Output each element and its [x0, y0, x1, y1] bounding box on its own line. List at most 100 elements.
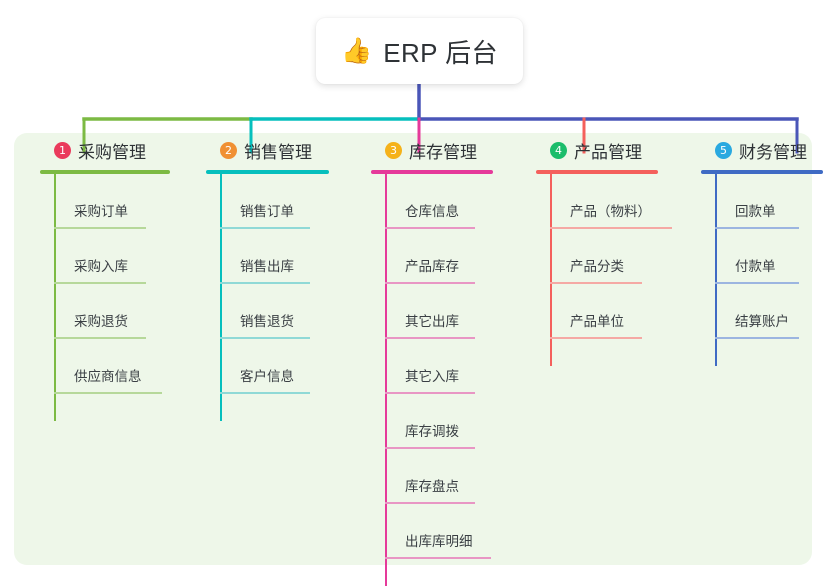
branch-item-rule: [385, 557, 491, 559]
branch-item[interactable]: 产品库存: [385, 229, 537, 284]
root-node-erp-backend[interactable]: 👍 ERP 后台: [316, 18, 523, 84]
branch-item-rule: [54, 227, 146, 229]
branch-number-badge: 3: [385, 141, 402, 159]
branch-item-rule: [550, 227, 672, 229]
branch-column-2: 2 销售管理销售订单销售出库销售退货客户信息: [202, 133, 362, 421]
branch-item[interactable]: 采购入库: [54, 229, 196, 284]
branch-item-rule: [54, 337, 146, 339]
branch-item-label: 产品（物料）: [570, 204, 651, 219]
branch-item-rule: [385, 392, 475, 394]
branch-items: 采购订单采购入库采购退货供应商信息: [36, 174, 196, 421]
branch-item[interactable]: 其它入库: [385, 339, 537, 394]
branch-spine: [54, 174, 56, 421]
branch-header-4[interactable]: 4 产品管理: [532, 133, 702, 167]
branch-items: 回款单付款单结算账户: [697, 174, 839, 366]
branch-header-rule: [206, 170, 329, 174]
branch-column-3: 3 库存管理仓库信息产品库存其它出库其它入库库存调拨库存盘点出库库明细: [367, 133, 537, 586]
branch-item-rule: [550, 282, 642, 284]
branch-spine: [220, 174, 222, 421]
branch-item-label: 库存盘点: [405, 479, 459, 494]
branch-item-rule: [550, 337, 642, 339]
branch-spine: [550, 174, 552, 366]
branch-header-3[interactable]: 3 库存管理: [367, 133, 537, 167]
branch-item-label: 销售出库: [240, 259, 294, 274]
branch-item[interactable]: 回款单: [715, 174, 839, 229]
branch-item-rule: [54, 392, 162, 394]
branch-item[interactable]: 出库库明细: [385, 504, 537, 559]
branch-item-rule: [220, 392, 310, 394]
branch-item[interactable]: 销售订单: [220, 174, 362, 229]
branch-item-label: 回款单: [735, 204, 776, 219]
branch-item-label: 付款单: [735, 259, 776, 274]
branch-item-label: 产品单位: [570, 314, 624, 329]
branch-item[interactable]: 付款单: [715, 229, 839, 284]
branch-number-badge: 2: [220, 141, 237, 159]
branch-item[interactable]: 销售出库: [220, 229, 362, 284]
branch-item[interactable]: 销售退货: [220, 284, 362, 339]
branch-item-rule: [715, 337, 799, 339]
branch-item-rule: [54, 282, 146, 284]
branch-item-label: 产品库存: [405, 259, 459, 274]
branch-item[interactable]: 采购订单: [54, 174, 196, 229]
branch-item-label: 产品分类: [570, 259, 624, 274]
branch-item[interactable]: 产品分类: [550, 229, 702, 284]
branch-item-rule: [220, 227, 310, 229]
branch-item[interactable]: 库存盘点: [385, 449, 537, 504]
branch-header-rule: [371, 170, 493, 174]
branch-spine: [385, 174, 387, 586]
branch-item-rule: [385, 502, 475, 504]
branch-items: 产品（物料） 产品分类产品单位: [532, 174, 702, 366]
root-node-label: ERP 后台: [383, 37, 498, 68]
branch-column-4: 4 产品管理产品（物料） 产品分类产品单位: [532, 133, 702, 366]
branch-item-label: 供应商信息: [74, 369, 142, 384]
branch-header-rule: [40, 170, 170, 174]
branch-item[interactable]: 库存调拨: [385, 394, 537, 449]
branch-item-label: 其它出库: [405, 314, 459, 329]
thumbs-up-icon: 👍: [341, 36, 373, 65]
branch-item[interactable]: 产品单位: [550, 284, 702, 339]
branch-item[interactable]: 产品（物料）: [550, 174, 702, 229]
branch-item[interactable]: 采购退货: [54, 284, 196, 339]
branch-item[interactable]: 供应商信息: [54, 339, 196, 394]
branch-item-rule: [220, 337, 310, 339]
branch-item-label: 出库库明细: [405, 534, 473, 549]
branch-item-rule: [385, 282, 475, 284]
branch-item-label: 结算账户: [735, 314, 789, 329]
branch-item-rule: [385, 227, 475, 229]
branch-title: 产品管理: [574, 142, 642, 162]
branch-header-5[interactable]: 5 财务管理: [697, 133, 839, 167]
branch-item-label: 采购入库: [74, 259, 128, 274]
branch-title: 销售管理: [244, 142, 312, 162]
branch-item-label: 销售订单: [240, 204, 294, 219]
branch-items: 仓库信息产品库存其它出库其它入库库存调拨库存盘点出库库明细: [367, 174, 537, 586]
branch-item-label: 采购订单: [74, 204, 128, 219]
branch-title: 采购管理: [78, 142, 146, 162]
branch-item-label: 销售退货: [240, 314, 294, 329]
branch-spine: [715, 174, 717, 366]
branch-item-rule: [220, 282, 310, 284]
branch-item-label: 客户信息: [240, 369, 294, 384]
branch-number-badge: 4: [550, 141, 567, 159]
branch-item[interactable]: 结算账户: [715, 284, 839, 339]
branch-item-rule: [385, 447, 475, 449]
branch-item-label: 库存调拨: [405, 424, 459, 439]
branch-column-5: 5 财务管理回款单付款单结算账户: [697, 133, 839, 366]
branch-item[interactable]: 仓库信息: [385, 174, 537, 229]
branch-item-label: 仓库信息: [405, 204, 459, 219]
branch-number-badge: 5: [715, 141, 732, 159]
branch-item-rule: [715, 227, 799, 229]
branch-item-label: 采购退货: [74, 314, 128, 329]
branch-item[interactable]: 其它出库: [385, 284, 537, 339]
branch-header-rule: [701, 170, 823, 174]
branch-number-badge: 1: [54, 141, 71, 159]
branch-header-1[interactable]: 1 采购管理: [36, 133, 196, 167]
branch-items: 销售订单销售出库销售退货客户信息: [202, 174, 362, 421]
branch-header-rule: [536, 170, 658, 174]
branch-title: 库存管理: [409, 142, 477, 162]
branch-item[interactable]: 客户信息: [220, 339, 362, 394]
branch-title: 财务管理: [739, 142, 807, 162]
branch-header-2[interactable]: 2 销售管理: [202, 133, 362, 167]
branches-panel: [14, 133, 812, 565]
branch-column-1: 1 采购管理采购订单采购入库采购退货供应商信息: [36, 133, 196, 421]
